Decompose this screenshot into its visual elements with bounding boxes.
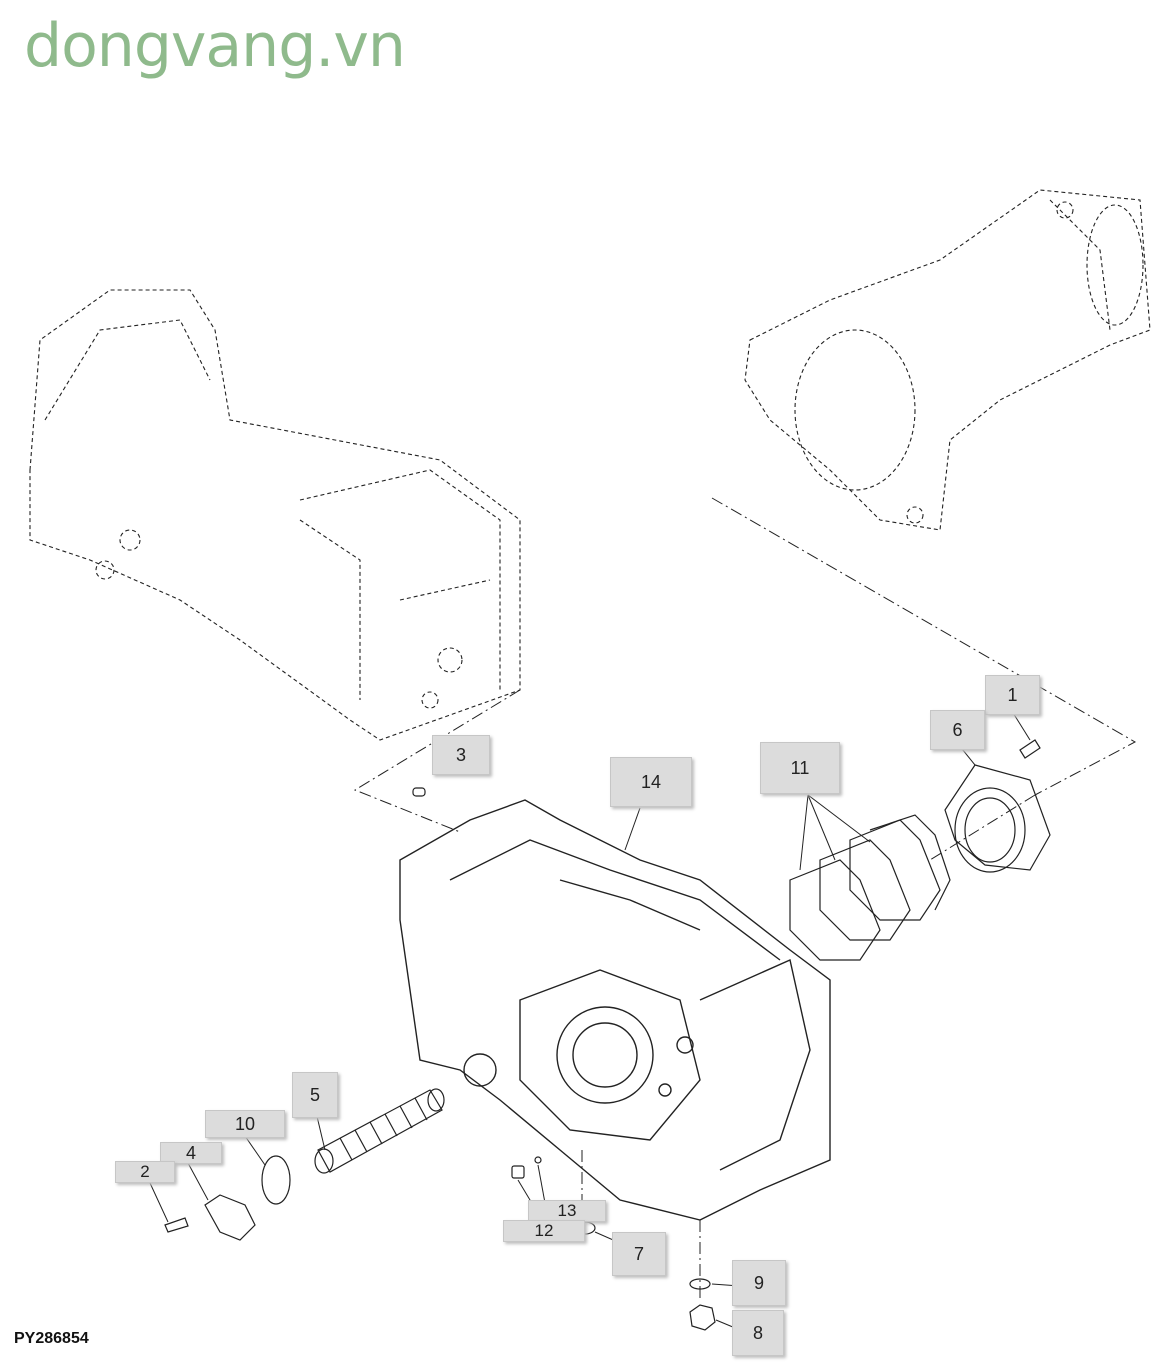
center-housing (399, 799, 831, 1221)
bolt-part (1019, 739, 1041, 759)
callout-5: 5 (292, 1072, 338, 1118)
leader-lines (149, 707, 1031, 1331)
callout-2: 2 (115, 1161, 175, 1183)
callout-8: 8 (732, 1310, 784, 1356)
callout-6: 6 (930, 710, 985, 750)
callout-7: 7 (612, 1232, 666, 1276)
alignment-lines (353, 497, 1137, 1300)
left-transmission-housing-outline (29, 289, 521, 741)
strainer-tube (314, 1088, 445, 1174)
callout-13: 13 (528, 1200, 606, 1222)
flange-seal (944, 764, 1051, 873)
callout-11: 11 (760, 742, 840, 794)
callout-3: 3 (432, 735, 490, 775)
callout-4: 4 (160, 1142, 222, 1164)
callout-1: 1 (985, 675, 1040, 715)
callout-12: 12 (503, 1220, 585, 1242)
gaskets (789, 814, 951, 961)
callout-9: 9 (732, 1260, 786, 1306)
watermark-logo: dongvang.vn (24, 11, 406, 81)
callout-10: 10 (205, 1110, 285, 1138)
diagram-code: PY286854 (14, 1330, 89, 1347)
right-axle-housing-outline (744, 189, 1151, 531)
callout-14: 14 (610, 757, 692, 807)
